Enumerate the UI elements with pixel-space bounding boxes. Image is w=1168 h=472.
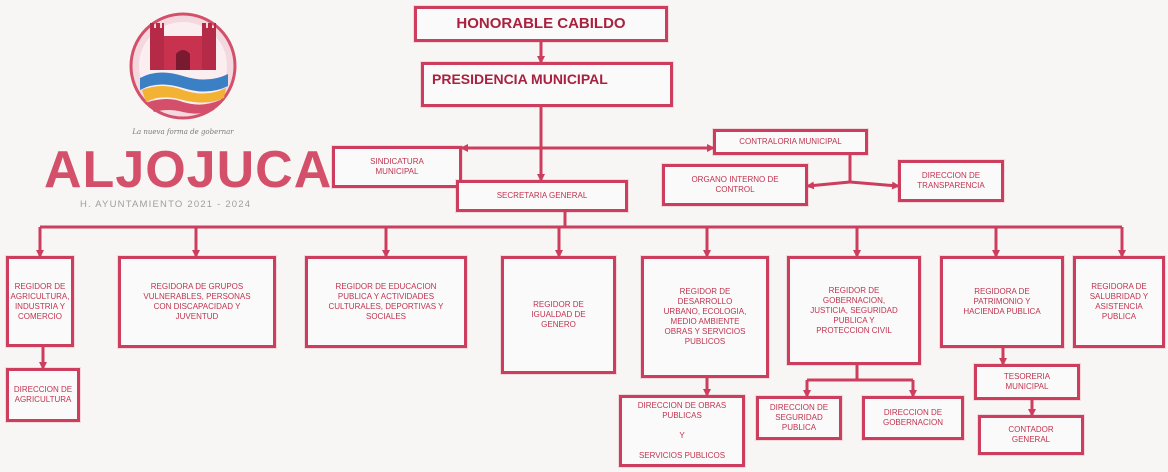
node-direccion-agricultura: DIRECCION DE AGRICULTURA — [6, 368, 80, 422]
node-direccion-obras-publicas: DIRECCION DE OBRAS PUBLICAS Y SERVICIOS … — [619, 395, 745, 467]
node-regidor-desarrollo-urbano: REGIDOR DE DESARROLLO URBANO, ECOLOGIA, … — [641, 256, 769, 378]
node-regidor-igualdad-genero: REGIDOR DE IGUALDAD DE GENERO — [501, 256, 616, 374]
node-direccion-gobernacion: DIRECCION DE GOBERNACION — [862, 396, 964, 440]
node-sindicatura-municipal: SINDICATURA MUNICIPAL — [332, 146, 462, 188]
brand-subtitle: H. AYUNTAMIENTO 2021 - 2024 — [80, 199, 252, 210]
node-presidencia-municipal: PRESIDENCIA MUNICIPAL — [421, 62, 673, 107]
node-direccion-seguridad-publica: DIRECCION DE SEGURIDAD PUBLICA — [756, 396, 842, 440]
node-secretaria-general: SECRETARIA GENERAL — [456, 180, 628, 212]
brand-name: ALJOJUCA — [44, 141, 333, 199]
node-regidora-patrimonio: REGIDORA DE PATRIMONIO Y HACIENDA PUBLIC… — [940, 256, 1064, 348]
node-regidor-agricultura: REGIDOR DE AGRICULTURA, INDUSTRIA Y COME… — [6, 256, 74, 347]
node-direccion-transparencia: DIRECCION DE TRANSPARENCIA — [898, 160, 1004, 202]
node-honorable-cabildo: HONORABLE CABILDO — [414, 6, 668, 42]
node-regidor-gobernacion: REGIDOR DE GOBERNACION, JUSTICIA, SEGURI… — [787, 256, 921, 365]
node-tesoreria-municipal: TESORERIA MUNICIPAL — [974, 364, 1080, 400]
node-contraloria-municipal: CONTRALORIA MUNICIPAL — [713, 129, 868, 155]
node-organo-interno-control: ORGANO INTERNO DE CONTROL — [662, 164, 808, 206]
municipal-seal-icon: La nueva forma de gobernar — [129, 12, 237, 136]
node-contador-general: CONTADOR GENERAL — [978, 415, 1084, 455]
node-regidora-grupos-vulnerables: REGIDORA DE GRUPOS VULNERABLES, PERSONAS… — [118, 256, 276, 348]
node-regidor-educacion: REGIDOR DE EDUCACION PUBLICA Y ACTIVIDAD… — [305, 256, 467, 348]
svg-text:La nueva forma de gobernar: La nueva forma de gobernar — [131, 128, 234, 136]
node-regidora-salubridad: REGIDORA DE SALUBRIDAD Y ASISTENCIA PUBL… — [1073, 256, 1165, 348]
